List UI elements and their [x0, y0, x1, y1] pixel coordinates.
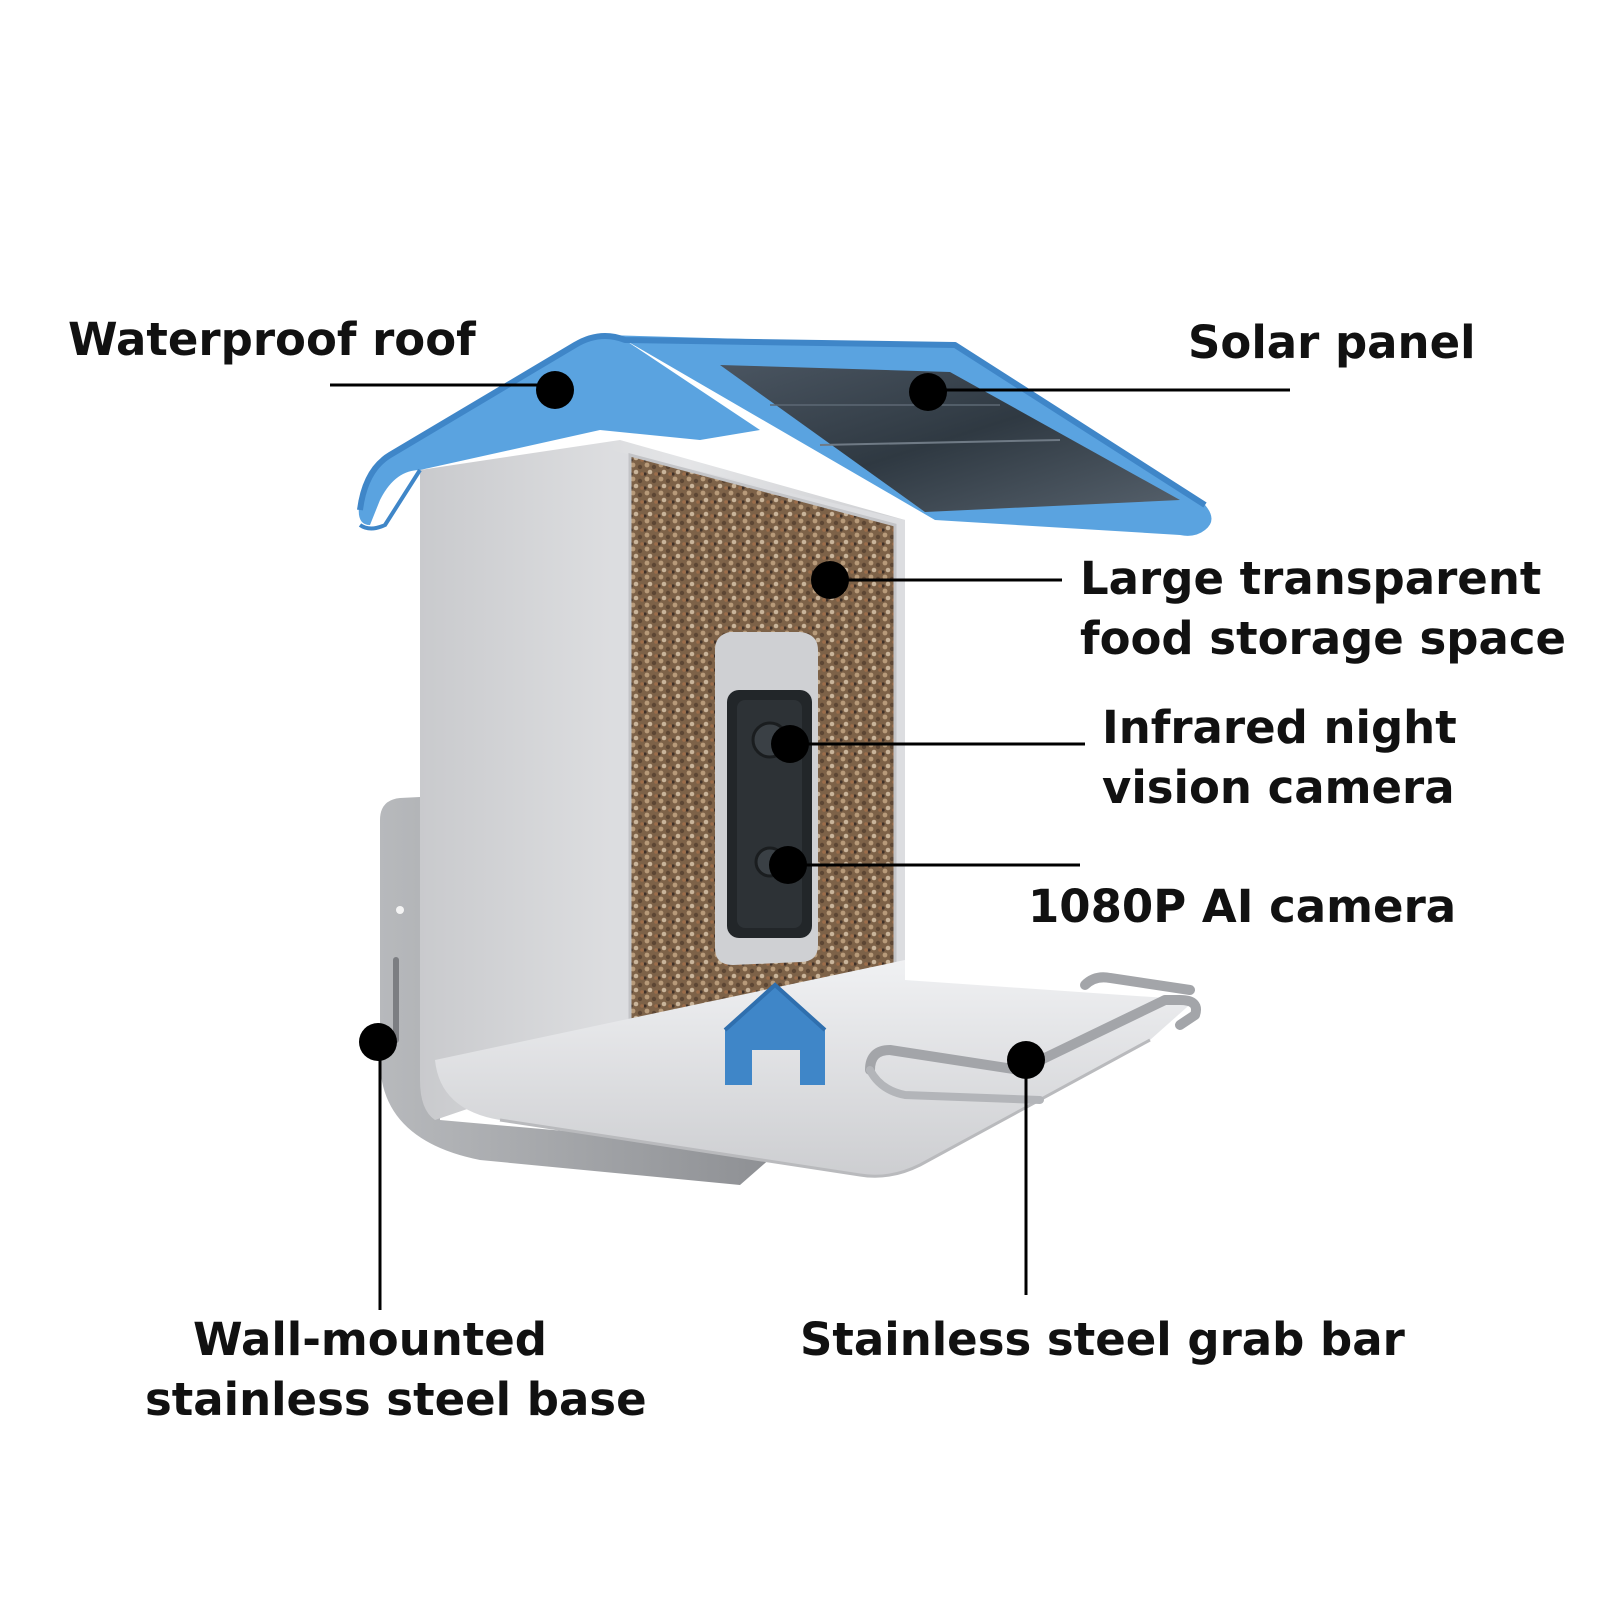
- callouts: [330, 371, 1290, 1310]
- label-text: Waterproof roof: [68, 313, 476, 366]
- label-text: Stainless steel grab bar: [800, 1313, 1405, 1366]
- label-text: Wall-mounted: [192, 1313, 548, 1366]
- roof: [357, 333, 1212, 536]
- label-text: vision camera: [1102, 761, 1455, 814]
- label-text: Large transparent: [1080, 552, 1542, 605]
- label-text: Solar panel: [1188, 316, 1476, 369]
- feeder-port: [723, 982, 827, 1085]
- label-infrared-camera: Infrared night vision camera: [1102, 698, 1457, 818]
- label-text: food storage space: [1080, 612, 1567, 665]
- label-waterproof-roof: Waterproof roof: [68, 310, 476, 370]
- label-grab-bar: Stainless steel grab bar: [800, 1310, 1405, 1370]
- label-text: 1080P AI camera: [1028, 880, 1457, 933]
- label-ai-camera: 1080P AI camera: [1028, 877, 1456, 937]
- label-text: Infrared night: [1102, 701, 1457, 754]
- label-solar-panel: Solar panel: [1188, 313, 1476, 373]
- solar-panel-surface: [720, 365, 1180, 512]
- label-food-storage: Large transparent food storage space: [1080, 549, 1567, 669]
- label-wall-base: Wall-mounted stainless steel base: [145, 1310, 647, 1430]
- camera-module: [715, 632, 818, 965]
- grab-bar: [865, 972, 1201, 1104]
- label-text: stainless steel base: [145, 1373, 647, 1426]
